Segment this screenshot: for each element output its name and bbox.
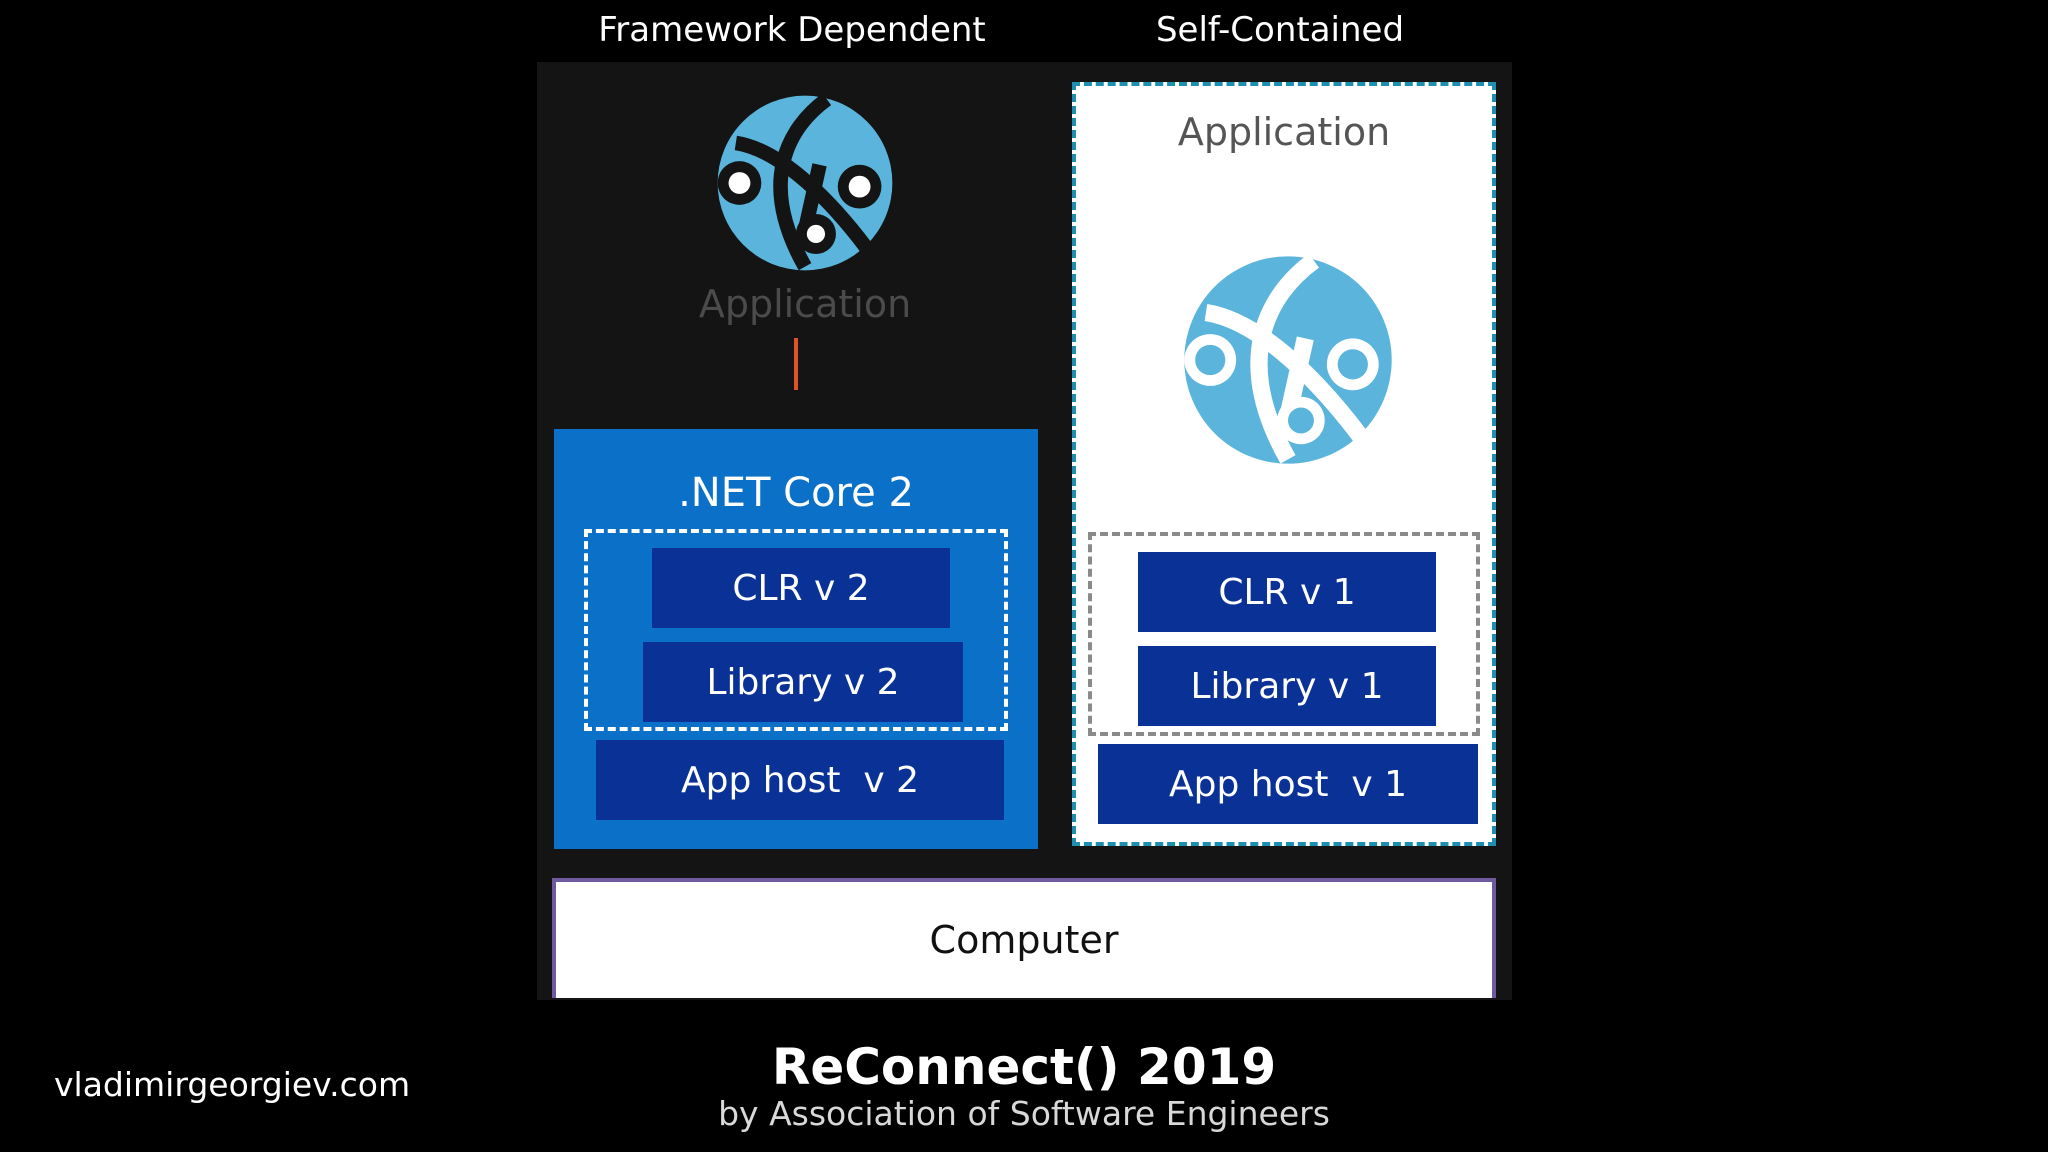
connector-line (794, 338, 798, 390)
heading-framework-dependent: Framework Dependent (598, 10, 986, 50)
event-title: ReConnect() 2019 (771, 1038, 1277, 1096)
netcore-label: .NET Core 2 (678, 470, 914, 516)
library-box-v1: Library v 1 (1138, 646, 1436, 726)
bundled-runtime-dashed-box (1088, 532, 1480, 736)
app-host-box-v2: App host v 2 (596, 740, 1004, 820)
application-label-self-contained: Application (1177, 110, 1391, 154)
shared-framework-dashed-box (584, 529, 1008, 731)
globe-network-icon (1184, 253, 1392, 464)
library-box-v2: Library v 2 (643, 642, 963, 722)
website-watermark: vladimirgeorgiev.com (54, 1065, 411, 1104)
clr-box-v1: CLR v 1 (1138, 552, 1436, 632)
event-subtitle: by Association of Software Engineers (718, 1094, 1330, 1133)
clr-box-v2: CLR v 2 (652, 548, 950, 628)
heading-self-contained: Self-Contained (1155, 10, 1405, 50)
computer-box: Computer (552, 878, 1496, 998)
application-label-framework-dependent: Application (698, 282, 912, 326)
globe-network-icon (717, 93, 893, 271)
app-host-box-v1: App host v 1 (1098, 744, 1478, 824)
